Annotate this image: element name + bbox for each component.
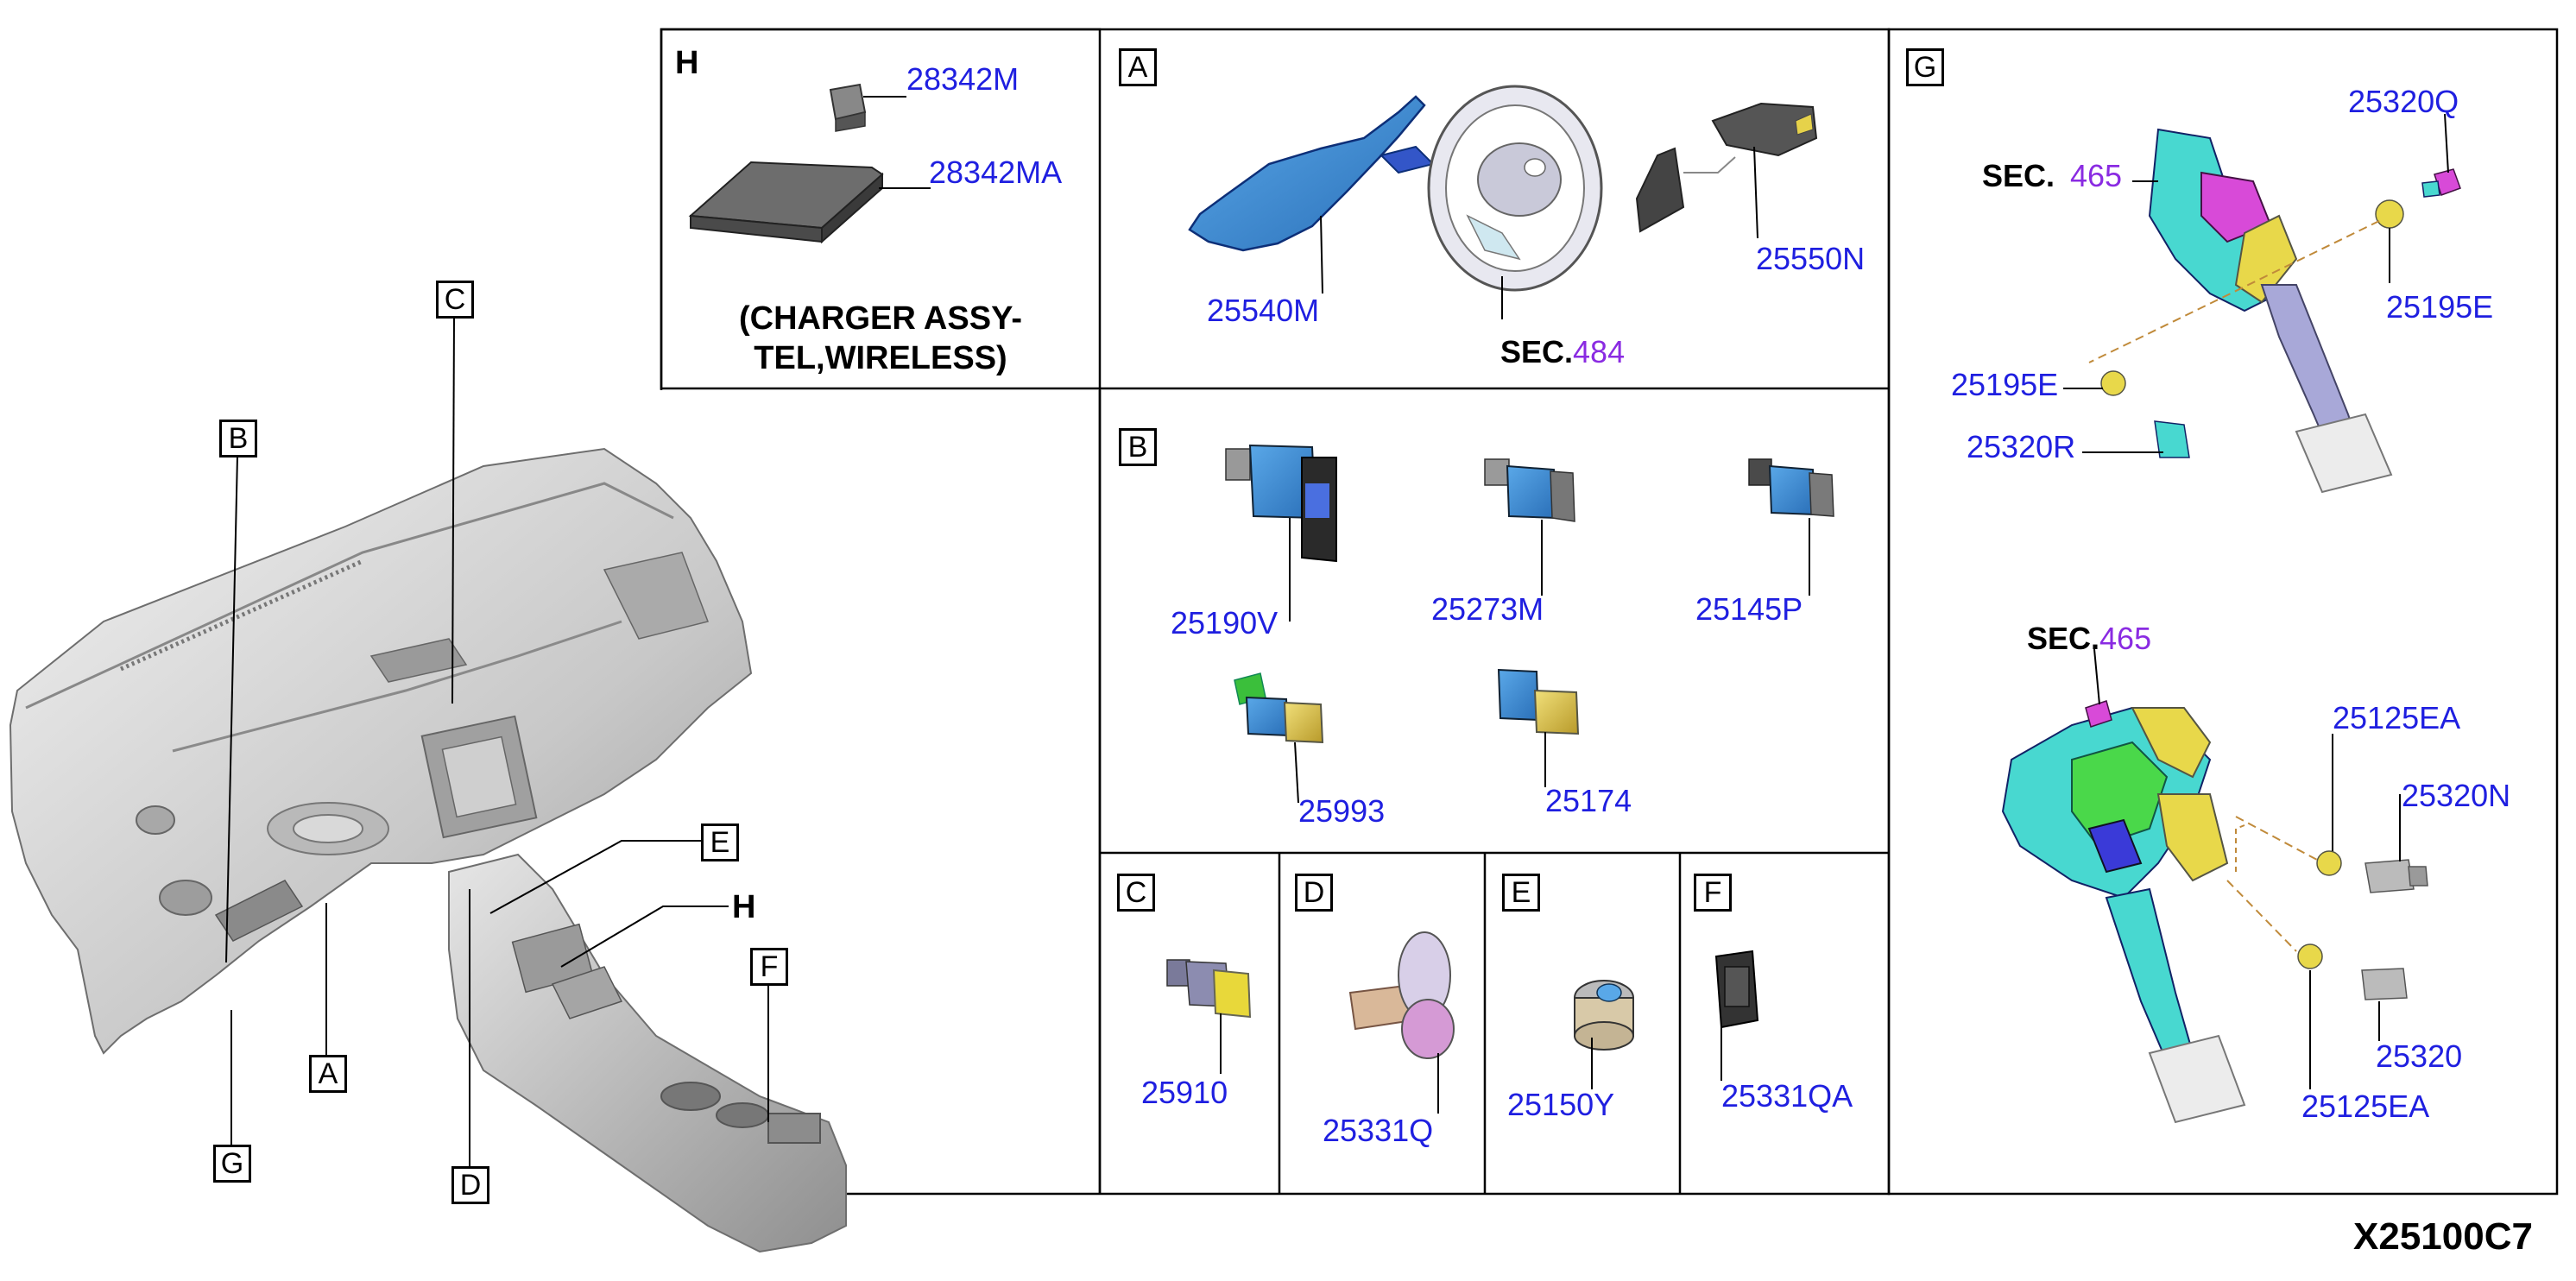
panel-e-label: E <box>1502 874 1540 912</box>
part-number: 25320 <box>2376 1038 2463 1074</box>
section-number: 465 <box>2099 621 2152 656</box>
charger-caption-line1: (CHARGER ASSY- <box>739 300 1022 337</box>
switch-parts-cdef <box>1166 931 1759 1114</box>
part-number: 25195E <box>1951 367 2059 402</box>
part-number: 25540M <box>1207 293 1320 328</box>
part-number: 25190V <box>1171 605 1279 640</box>
panel-b-label: B <box>1119 428 1157 466</box>
wireless-charger-parts <box>688 83 931 244</box>
charger-caption-line2: TEL,WIRELESS) <box>754 340 1007 377</box>
part-number: 25125EA <box>2301 1089 2430 1124</box>
center-console <box>448 853 847 1253</box>
brake-pedal-lower <box>2001 648 2428 1124</box>
part-number: 25195E <box>2386 289 2494 325</box>
part-number: 25320R <box>1967 429 2076 464</box>
part-number: 25910 <box>1141 1075 1228 1110</box>
callout-d: D <box>451 1166 489 1204</box>
part-number: 25320Q <box>2348 84 2459 119</box>
diagram-id: X25100C7 <box>2353 1215 2533 1258</box>
callout-a: A <box>309 1055 347 1093</box>
section-prefix: SEC. <box>1500 334 1574 369</box>
part-number: 25331QA <box>1721 1078 1853 1114</box>
callout-g: G <box>213 1145 251 1183</box>
callout-e: E <box>701 824 739 861</box>
panel-c-label: C <box>1117 874 1155 912</box>
steering-parts <box>1188 85 1818 319</box>
part-number: 25331Q <box>1323 1113 1434 1148</box>
overview-leaders <box>225 316 769 1166</box>
part-number: 25993 <box>1298 793 1386 829</box>
part-number: 28342M <box>906 61 1020 97</box>
part-number: 25320N <box>2402 778 2511 813</box>
section-reference: SEC.484 <box>1500 337 1625 368</box>
callout-h: H <box>732 889 756 925</box>
callout-b: B <box>219 420 257 458</box>
section-prefix: SEC. <box>2027 621 2100 656</box>
callout-f: F <box>750 948 788 986</box>
section-reference: SEC. <box>1982 161 2055 192</box>
section-prefix: SEC. <box>1982 158 2055 193</box>
section-number: 465 <box>2070 158 2123 193</box>
section-reference: SEC.465 <box>2027 623 2151 654</box>
part-number: 25174 <box>1545 783 1632 818</box>
part-number: 25273M <box>1431 591 1544 627</box>
panel-g-label: G <box>1906 48 1944 86</box>
part-number: 25125EA <box>2333 700 2461 735</box>
charger-caption: (CHARGER ASSY- TEL,WIRELESS) <box>682 299 1079 379</box>
switch-parts-b <box>1225 444 1834 804</box>
part-number: 25550N <box>1756 241 1866 276</box>
panel-a-label: A <box>1119 48 1157 86</box>
panel-d-label: D <box>1295 874 1333 912</box>
dashboard-assembly <box>9 447 753 1055</box>
panel-f-label: F <box>1694 874 1732 912</box>
panel-h-label: H <box>675 45 699 81</box>
part-number: 25145P <box>1695 591 1803 627</box>
section-number: 484 <box>1573 334 1626 369</box>
part-number: 25150Y <box>1507 1087 1615 1122</box>
brake-pedal-upper <box>2063 113 2461 494</box>
part-number: 28342MA <box>929 155 1063 190</box>
callout-c: C <box>436 281 474 319</box>
